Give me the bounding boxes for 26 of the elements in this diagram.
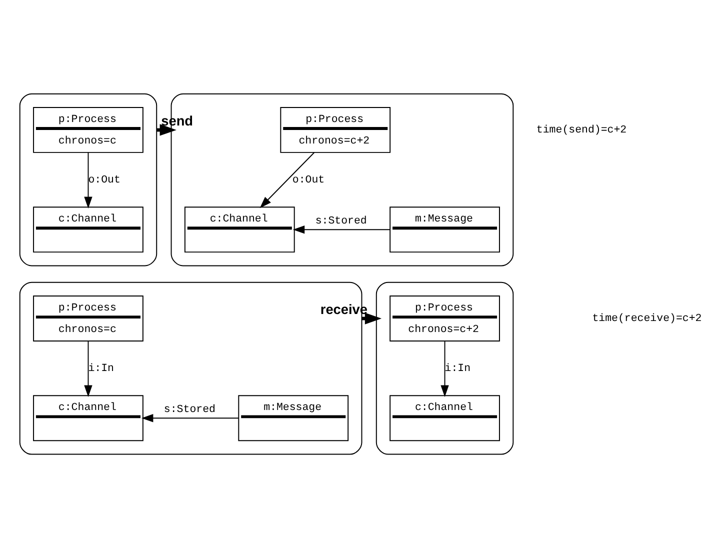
- arrow: [260, 152, 315, 208]
- edge-label: o:Out: [88, 174, 120, 187]
- cluster: [19, 93, 158, 266]
- edge-label: i:In: [88, 363, 114, 376]
- arrow: [292, 226, 390, 234]
- node-box: c:Channel: [33, 206, 144, 253]
- node-box: c:Channel: [390, 395, 500, 442]
- label: time(send)=c+2: [536, 124, 627, 137]
- edge-label: i:In: [444, 363, 471, 376]
- node-box: m:Message: [238, 395, 349, 442]
- edge-label: s:Stored: [164, 404, 216, 416]
- arrow: [141, 414, 239, 422]
- node-box: p:Process chronos=c: [33, 296, 144, 342]
- edge-label: o:Out: [292, 174, 325, 187]
- node-box: p:Process chronos=c+2: [280, 107, 391, 153]
- label: time(receive)=c+2: [592, 313, 702, 326]
- node-box: m:Message: [390, 206, 500, 253]
- node-box: c:Channel: [184, 206, 295, 253]
- node-box: p:Process chronos=c: [33, 107, 144, 153]
- node-box: c:Channel: [33, 395, 144, 442]
- node-box: p:Process chronos=c+2: [390, 296, 500, 342]
- arrow: [440, 340, 449, 398]
- cluster: [376, 282, 514, 455]
- arrow: [84, 152, 92, 208]
- arrow: [84, 340, 92, 398]
- edge-label: s:Stored: [315, 216, 367, 228]
